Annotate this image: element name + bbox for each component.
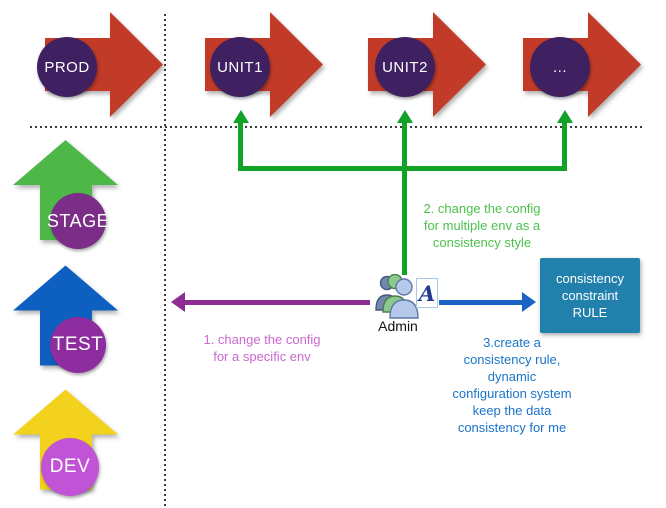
rule-box-line3: RULE bbox=[572, 305, 608, 320]
step2-line1: 2. change the config bbox=[423, 201, 541, 216]
prod-label: PROD bbox=[44, 58, 90, 76]
unit2-node: UNIT2 bbox=[375, 37, 435, 97]
dev-label: DEV bbox=[49, 456, 91, 477]
blue-arrowhead-right bbox=[522, 292, 536, 312]
green-line-unit2 bbox=[402, 121, 407, 169]
step3-line3: dynamic bbox=[487, 369, 537, 384]
purple-line bbox=[184, 300, 370, 305]
step3-line1: 3.create a bbox=[483, 335, 541, 350]
admin-a-badge: A bbox=[416, 278, 438, 308]
step2-line3: consistency style bbox=[432, 235, 532, 250]
unit2-label: UNIT2 bbox=[382, 58, 428, 76]
more-node: ... bbox=[530, 37, 590, 97]
step1-line1: 1. change the config bbox=[203, 332, 321, 347]
prod-node: PROD bbox=[37, 37, 97, 97]
green-stem-to-admin bbox=[402, 171, 407, 275]
admin-label: Admin bbox=[378, 318, 418, 334]
admin-badge-letter: A bbox=[418, 280, 436, 306]
step3-line5: keep the data bbox=[472, 403, 552, 418]
unit1-node: UNIT1 bbox=[210, 37, 270, 97]
vertical-dotted-divider bbox=[164, 14, 166, 506]
dev-node: DEV bbox=[41, 438, 99, 496]
purple-arrowhead-left bbox=[171, 292, 185, 312]
rule-box-line1: consistency bbox=[556, 271, 624, 286]
stage-node: STAGE bbox=[46, 193, 110, 249]
more-label: ... bbox=[552, 58, 567, 76]
test-node: TEST bbox=[50, 317, 106, 373]
green-arrowhead-more bbox=[557, 110, 573, 123]
step1-line2: for a specific env bbox=[213, 349, 311, 364]
green-line-more bbox=[562, 121, 567, 169]
annotation-step2: 2. change the config for multiple env as… bbox=[396, 200, 568, 251]
annotation-step3: 3.create a consistency rule, dynamic con… bbox=[428, 334, 596, 436]
step3-line6: consistency for me bbox=[457, 420, 567, 435]
rule-box-line2: constraint bbox=[561, 288, 619, 303]
unit1-label: UNIT1 bbox=[217, 58, 263, 76]
step3-line4: configuration system bbox=[452, 386, 572, 401]
horizontal-dotted-divider bbox=[30, 126, 645, 128]
step2-line2: for multiple env as a bbox=[423, 218, 541, 233]
green-arrowhead-unit1 bbox=[233, 110, 249, 123]
step3-line2: consistency rule, bbox=[463, 352, 561, 367]
stage-label: STAGE bbox=[46, 210, 110, 231]
blue-line bbox=[439, 300, 523, 305]
annotation-step1: 1. change the config for a specific env bbox=[178, 331, 346, 365]
admin-people-icon bbox=[375, 274, 419, 319]
consistency-rule-box: consistency constraint RULE bbox=[540, 258, 640, 333]
green-arrowhead-unit2 bbox=[397, 110, 413, 123]
test-label: TEST bbox=[52, 334, 104, 355]
green-line-unit1 bbox=[238, 121, 243, 169]
